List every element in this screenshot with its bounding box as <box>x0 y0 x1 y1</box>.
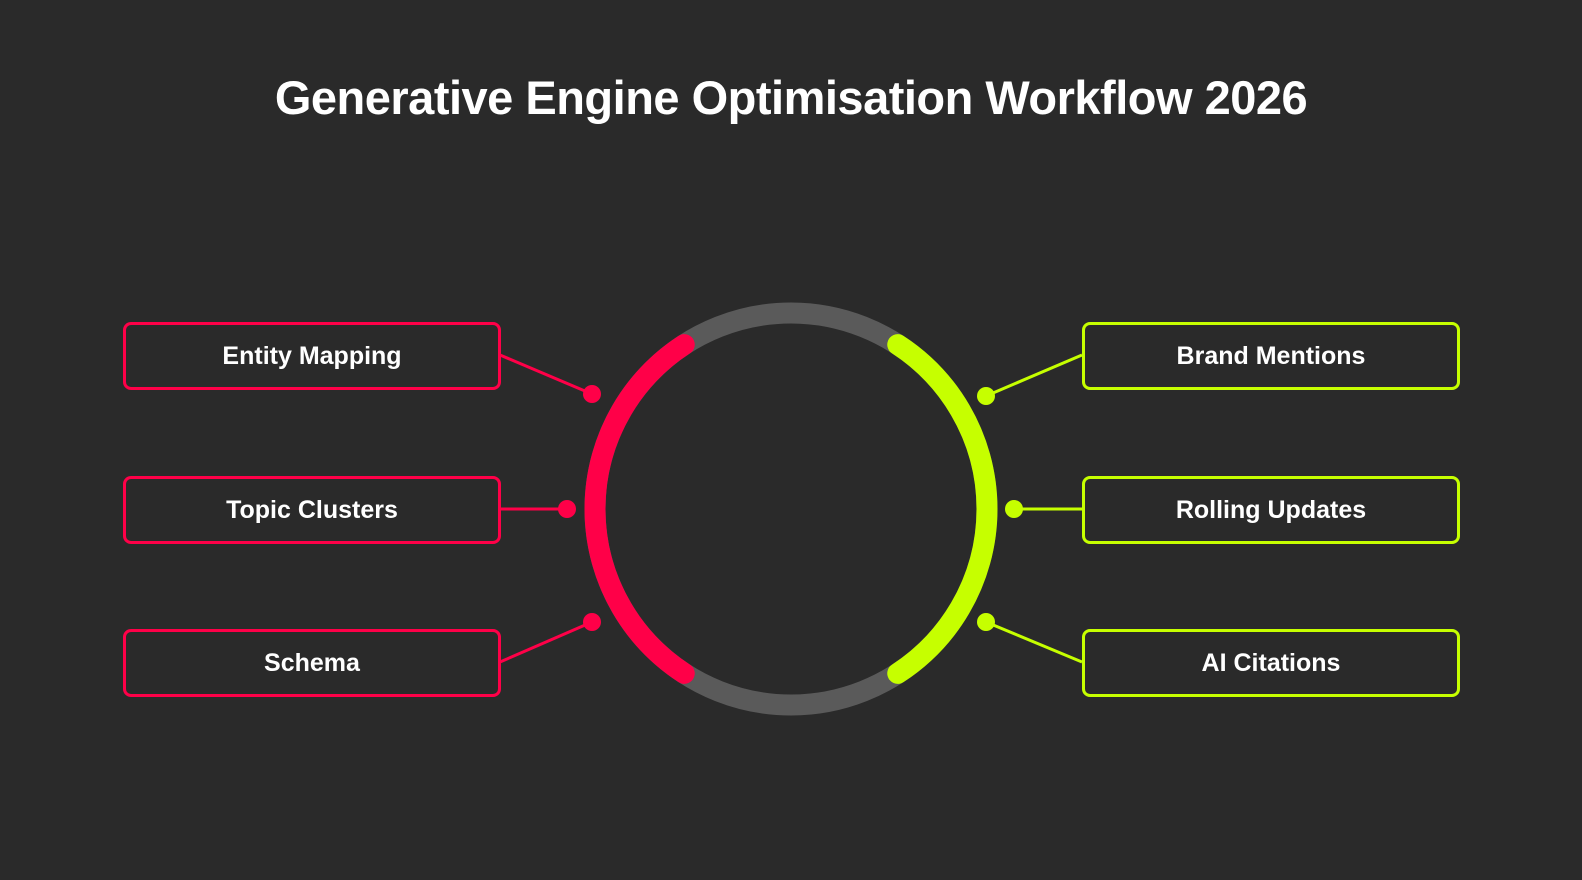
step-label: AI Citations <box>1201 648 1341 677</box>
connector-dot-rolling-updates <box>1005 500 1023 518</box>
step-label: Rolling Updates <box>1175 495 1367 524</box>
step-box-ai-citations: AI Citations <box>1082 629 1460 697</box>
step-box-topic-clusters: Topic Clusters <box>123 476 501 544</box>
connector-dot-brand-mentions <box>977 387 995 405</box>
connector-dot-entity-mapping <box>583 385 601 403</box>
connector-line-schema <box>499 620 593 664</box>
connector-line-ai-citations <box>985 620 1083 664</box>
step-box-rolling-updates: Rolling Updates <box>1082 476 1460 544</box>
step-label: Schema <box>264 648 360 677</box>
ring-arc-left <box>584 334 695 684</box>
step-label: Topic Clusters <box>226 495 398 524</box>
connector-dot-schema <box>583 613 601 631</box>
step-label: Entity Mapping <box>222 341 402 370</box>
connector-line-entity-mapping <box>499 353 593 396</box>
connector-line-brand-mentions <box>985 353 1083 398</box>
connector-dot-topic-clusters <box>558 500 576 518</box>
step-label: Brand Mentions <box>1176 341 1366 370</box>
ring-arc-right <box>887 334 998 684</box>
diagram-title: Generative Engine Optimisation Workflow … <box>274 71 1308 124</box>
step-box-entity-mapping: Entity Mapping <box>123 322 501 390</box>
connector-dot-ai-citations <box>977 613 995 631</box>
step-box-brand-mentions: Brand Mentions <box>1082 322 1460 390</box>
step-box-schema: Schema <box>123 629 501 697</box>
